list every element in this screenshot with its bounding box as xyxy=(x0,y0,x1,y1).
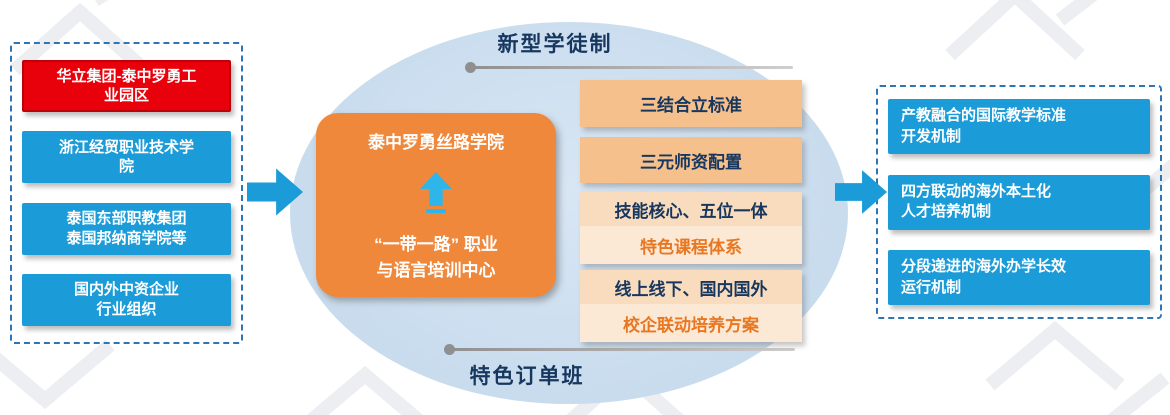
program-line: 三结合立标准 xyxy=(640,96,742,115)
program-box-standards: 三结合立标准 xyxy=(580,80,802,127)
program-box-teachers: 三元师资配置 xyxy=(580,137,802,183)
partner-box-huali: 华立集团-泰中罗勇工 业园区 xyxy=(22,60,231,112)
program-subline: 校企联动培养方案 xyxy=(580,304,802,342)
college-title: 泰中罗勇丝路学院 xyxy=(368,133,504,152)
college-subtitle: “一带一路” 职业 与语言培训中心 xyxy=(374,235,498,280)
outcome-box-teaching-standard: 产教融合的国际教学标准 开发机制 xyxy=(888,99,1150,154)
right-outcomes-panel: 产教融合的国际教学标准 开发机制 四方联动的海外本土化 人才培养机制 分段递进的… xyxy=(876,85,1162,319)
program-line: 技能核心、五位一体 xyxy=(580,192,802,226)
line-endpoint-dot xyxy=(444,344,455,355)
partner-box-thailand-group: 泰国东部职教集团 泰国邦纳商学院等 xyxy=(22,202,231,255)
top-label: 新型学徒制 xyxy=(497,33,613,56)
program-box-curriculum: 技能核心、五位一体 特色课程体系 xyxy=(580,192,802,264)
program-line: 三元师资配置 xyxy=(640,152,742,172)
top-divider-line xyxy=(465,62,793,73)
left-partners-panel: 华立集团-泰中罗勇工 业园区 浙江经贸职业技术学 院 泰国东部职教集团 泰国邦纳… xyxy=(10,42,243,344)
partner-box-enterprises: 国内外中资企业 行业组织 xyxy=(22,273,231,326)
program-line: 线上线下、国内国外 xyxy=(580,270,802,304)
up-arrow-icon xyxy=(420,172,452,213)
partner-box-zhejiang-college: 浙江经贸职业技术学 院 xyxy=(22,131,231,184)
outcome-box-talent-cultivation: 四方联动的海外本土化 人才培养机制 xyxy=(888,174,1150,230)
program-box-training-plan: 线上线下、国内国外 校企联动培养方案 xyxy=(580,270,802,342)
bottom-label: 特色订单班 xyxy=(469,365,585,388)
program-subline: 特色课程体系 xyxy=(580,226,802,264)
bottom-divider-line xyxy=(444,344,795,355)
outcome-box-operation-mechanism: 分段递进的海外办学长效 运行机制 xyxy=(888,250,1150,305)
college-box: 泰中罗勇丝路学院 “一带一路” 职业 与语言培训中心 xyxy=(316,113,556,297)
line-endpoint-dot xyxy=(465,62,476,73)
